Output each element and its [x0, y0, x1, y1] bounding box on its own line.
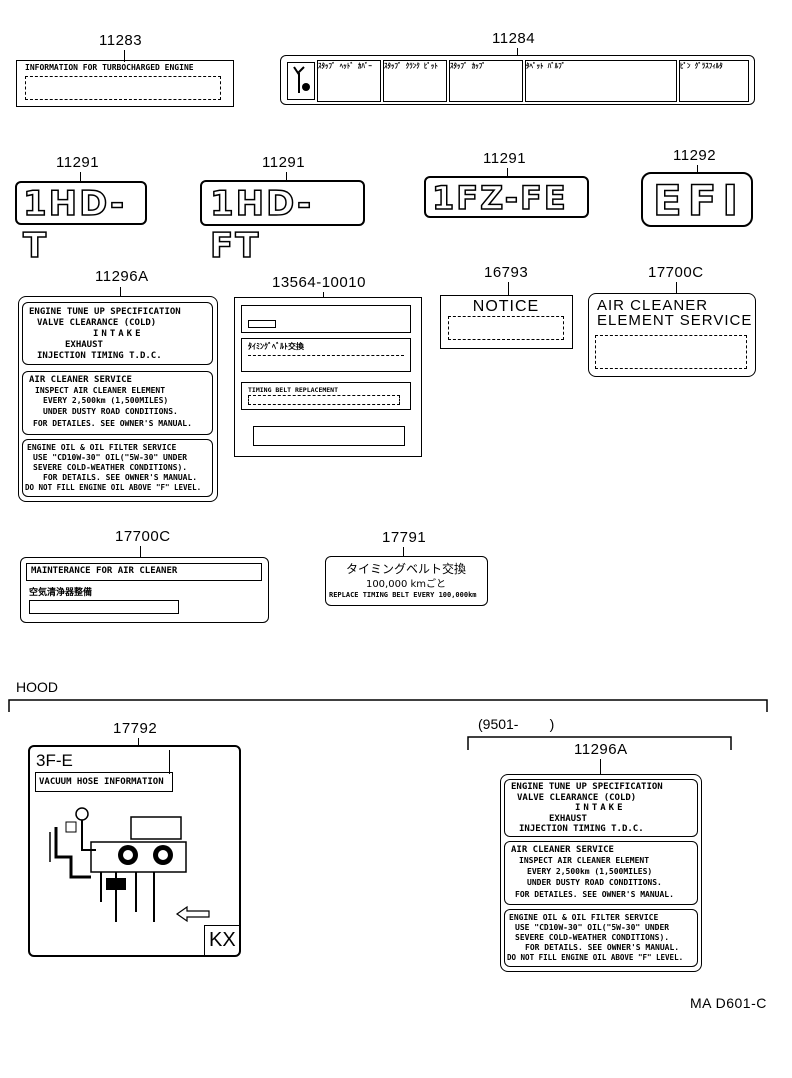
label-11284-cell-5: ﾋﾟﾝ ｸﾞﾗｽﾌｨﾙﾀ [679, 60, 749, 102]
blank-field [448, 316, 564, 340]
leader-line [124, 50, 125, 62]
part-number-11292: 11292 [673, 147, 717, 164]
tune-up-section: ENGINE TUNE UP SPECIFICATION VALVE CLEAR… [504, 779, 698, 837]
label-11296a: ENGINE TUNE UP SPECIFICATION VALVE CLEAR… [18, 296, 218, 502]
vacuum-hose-diagram [49, 807, 187, 922]
label-11284-cell-1: ｽﾀｯﾌﾞ ﾍｯﾄﾞ ｶﾊﾞｰ [317, 60, 381, 102]
label-17792: 3F-E VACUUM HOSE INFORMATION KX [28, 745, 241, 957]
blank-field [253, 426, 405, 446]
part-number-17700c: 17700C [115, 528, 171, 545]
replacement-field: TIMING BELT REPLACEMENT [241, 382, 411, 410]
wrench-icon [287, 62, 315, 100]
timing-belt-field: ﾀｲﾐﾝｸﾞﾍﾞﾙﾄ交換 [241, 338, 411, 372]
part-number-11291: 11291 [56, 154, 100, 171]
part-number-11283: 11283 [99, 32, 143, 49]
blank-field [29, 600, 179, 614]
label-11284-cell-4: ﾀﾍﾟｯﾄ ﾊﾞﾙﾌﾞ [525, 60, 677, 102]
blank-field [25, 76, 221, 100]
header-field [241, 305, 411, 333]
emblem-efi: EFI [641, 172, 753, 227]
leader-line [286, 172, 287, 180]
label-17700c-maintenance: MAINTERANCE FOR AIR CLEANER 空気清浄器整備 [20, 557, 269, 623]
vacuum-header: VACUUM HOSE INFORMATION [35, 772, 173, 792]
part-number-17792: 17792 [113, 720, 158, 737]
blank-field [595, 335, 747, 369]
part-number-16793: 16793 [484, 264, 529, 281]
part-number-13564-10010: 13564-10010 [272, 274, 366, 291]
label-11284-cell-3: ｽﾀｯﾌﾞ ｶｯﾌﾟ [449, 60, 523, 102]
part-number-11291: 11291 [262, 154, 306, 171]
arrow-left-icon [175, 905, 210, 923]
part-number-11291: 11291 [483, 150, 527, 167]
date-range: (9501- ) [478, 716, 555, 732]
emblem-1fz-fe: 1FZ-FE [424, 176, 589, 218]
label-11283: INFORMATION FOR TURBOCHARGED ENGINE [16, 60, 234, 107]
label-17791: タイミングベルト交換 100,000 kmごと REPLACE TIMING B… [325, 556, 488, 606]
air-cleaner-section: AIR CLEANER SERVICE INSPECT AIR CLEANER … [22, 371, 213, 435]
leader-line [600, 759, 601, 775]
maintenance-header: MAINTERANCE FOR AIR CLEANER [26, 563, 262, 581]
label-16793: NOTICE [440, 295, 573, 349]
label-11284: ｽﾀｯﾌﾞ ﾍｯﾄﾞ ｶﾊﾞｰ ｽﾀｯﾌﾞ ｸﾗﾝｸ ﾋﾟｯﾄ ｽﾀｯﾌﾞ ｶｯ… [280, 55, 755, 105]
label-17700c-air-cleaner: AIR CLEANER ELEMENT SERVICE [588, 293, 756, 377]
emblem-1hd-t: 1HD-T [15, 181, 147, 267]
maintenance-japanese: 空気清浄器整備 [29, 588, 93, 598]
part-number-11296a: 11296A [95, 268, 149, 285]
leader-line [323, 292, 324, 298]
leader-line [140, 546, 141, 558]
leader-line [138, 738, 139, 746]
leader-line [517, 48, 518, 56]
leader-line [697, 165, 698, 173]
leader-line [508, 282, 509, 296]
tune-up-section: ENGINE TUNE UP SPECIFICATION VALVE CLEAR… [22, 302, 213, 365]
part-number-17700c: 17700C [648, 264, 704, 281]
engine-code: 3F-E [36, 751, 73, 770]
air-cleaner-section: AIR CLEANER SERVICE INSPECT AIR CLEANER … [504, 841, 698, 905]
emblem-1hd-ft: 1HD-FT [200, 180, 365, 267]
leader-line [80, 172, 81, 182]
diagram-code: MA D601-C [690, 995, 767, 1011]
leader-line [507, 168, 508, 176]
corner-code-box: KX [204, 925, 240, 955]
part-number-17791: 17791 [382, 529, 427, 546]
part-number-11296a: 11296A [574, 741, 628, 758]
engine-oil-section: ENGINE OIL & OIL FILTER SERVICE USE "CD1… [22, 439, 213, 497]
label-13564: ﾀｲﾐﾝｸﾞﾍﾞﾙﾄ交換 TIMING BELT REPLACEMENT [234, 297, 422, 457]
label-11283-text: INFORMATION FOR TURBOCHARGED ENGINE [25, 63, 194, 72]
leader-line [676, 282, 677, 294]
leader-line [120, 287, 121, 297]
hood-label: HOOD [16, 679, 58, 695]
part-number-11284: 11284 [492, 30, 536, 47]
label-11284-cell-2: ｽﾀｯﾌﾞ ｸﾗﾝｸ ﾋﾟｯﾄ [383, 60, 447, 102]
label-11296a-hood: ENGINE TUNE UP SPECIFICATION VALVE CLEAR… [500, 774, 702, 972]
engine-oil-section: ENGINE OIL & OIL FILTER SERVICE USE "CD1… [504, 909, 698, 967]
leader-line [403, 547, 404, 557]
